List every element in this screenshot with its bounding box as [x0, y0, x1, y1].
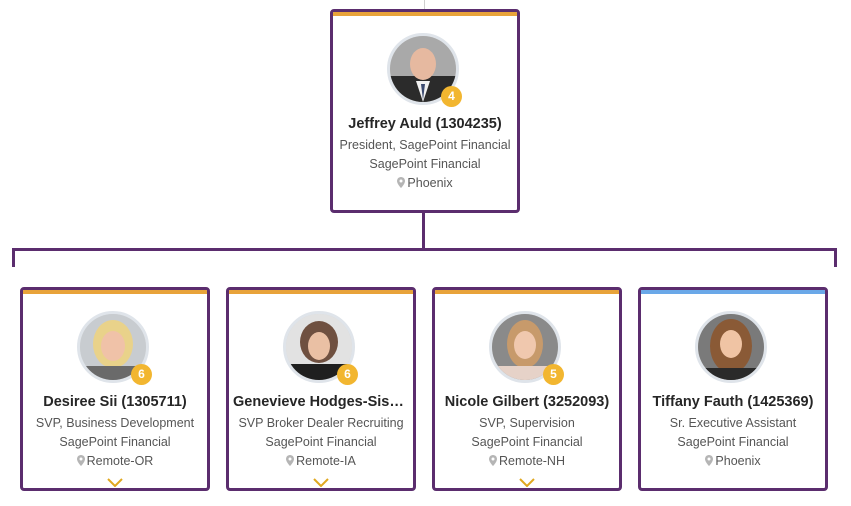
employee-title: Sr. Executive Assistant — [669, 416, 797, 430]
location-text: Phoenix — [407, 176, 453, 190]
reports-count-badge[interactable]: 4 — [441, 86, 462, 107]
employee-title: SVP, Business Development — [35, 416, 195, 430]
report-card[interactable]: Tiffany Fauth (1425369) Sr. Executive As… — [638, 287, 828, 491]
parent-connector-line — [424, 0, 425, 10]
report-card[interactable]: 6 Genevieve Hodges-Sisco (1305709) SVP B… — [226, 287, 416, 491]
branch-left-line — [12, 248, 15, 267]
card-accent-bar — [229, 290, 413, 294]
map-pin-icon — [286, 455, 295, 469]
horizontal-connector-line — [12, 248, 837, 251]
employee-location: Remote-IA — [235, 454, 407, 469]
manager-connector-line — [422, 212, 425, 249]
map-pin-icon — [76, 455, 85, 469]
reports-count-badge[interactable]: 5 — [543, 364, 564, 385]
employee-company: SagePoint Financial — [59, 435, 171, 449]
employee-name[interactable]: Genevieve Hodges-Sisco (1305709) — [233, 394, 409, 410]
map-pin-icon — [397, 177, 406, 191]
employee-name[interactable]: Tiffany Fauth (1425369) — [652, 394, 814, 410]
employee-location: Phoenix — [647, 454, 819, 469]
chevron-down-icon[interactable] — [107, 474, 123, 492]
chevron-down-icon[interactable] — [313, 474, 329, 492]
employee-location: Phoenix — [339, 176, 511, 191]
reports-count-badge[interactable]: 6 — [131, 364, 152, 385]
card-accent-bar — [333, 12, 517, 16]
employee-name[interactable]: Nicole Gilbert (3252093) — [444, 394, 610, 410]
employee-company: SagePoint Financial — [265, 435, 377, 449]
card-accent-bar — [23, 290, 207, 294]
employee-company: SagePoint Financial — [677, 435, 789, 449]
report-card[interactable]: 6 Desiree Sii (1305711) SVP, Business De… — [20, 287, 210, 491]
employee-name[interactable]: Jeffrey Auld (1304235) — [348, 116, 502, 132]
location-text: Phoenix — [715, 454, 761, 468]
card-accent-bar — [641, 290, 825, 294]
location-text: Remote-OR — [86, 454, 154, 468]
employee-title: SVP, Supervision — [479, 416, 575, 430]
employee-title: President, SagePoint Financial — [339, 138, 511, 152]
map-pin-icon — [489, 455, 497, 469]
employee-location: Remote-NH — [441, 454, 613, 469]
location-text: Remote-NH — [499, 454, 565, 468]
report-card[interactable]: 5 Nicole Gilbert (3252093) SVP, Supervis… — [432, 287, 622, 491]
employee-location: Remote-OR — [29, 454, 201, 469]
employee-company: SagePoint Financial — [471, 435, 583, 449]
location-text: Remote-IA — [296, 454, 356, 468]
employee-company: SagePoint Financial — [369, 157, 481, 171]
employee-name[interactable]: Desiree Sii (1305711) — [43, 394, 187, 410]
branch-right-line — [834, 248, 837, 267]
avatar[interactable] — [695, 311, 767, 383]
employee-title: SVP Broker Dealer Recruiting — [238, 416, 404, 430]
reports-count-badge[interactable]: 6 — [337, 364, 358, 385]
chevron-down-icon[interactable] — [519, 474, 535, 492]
map-pin-icon — [705, 455, 714, 469]
card-accent-bar — [435, 290, 619, 294]
manager-card[interactable]: 4 Jeffrey Auld (1304235) President, Sage… — [330, 9, 520, 213]
avatar[interactable] — [489, 311, 561, 383]
